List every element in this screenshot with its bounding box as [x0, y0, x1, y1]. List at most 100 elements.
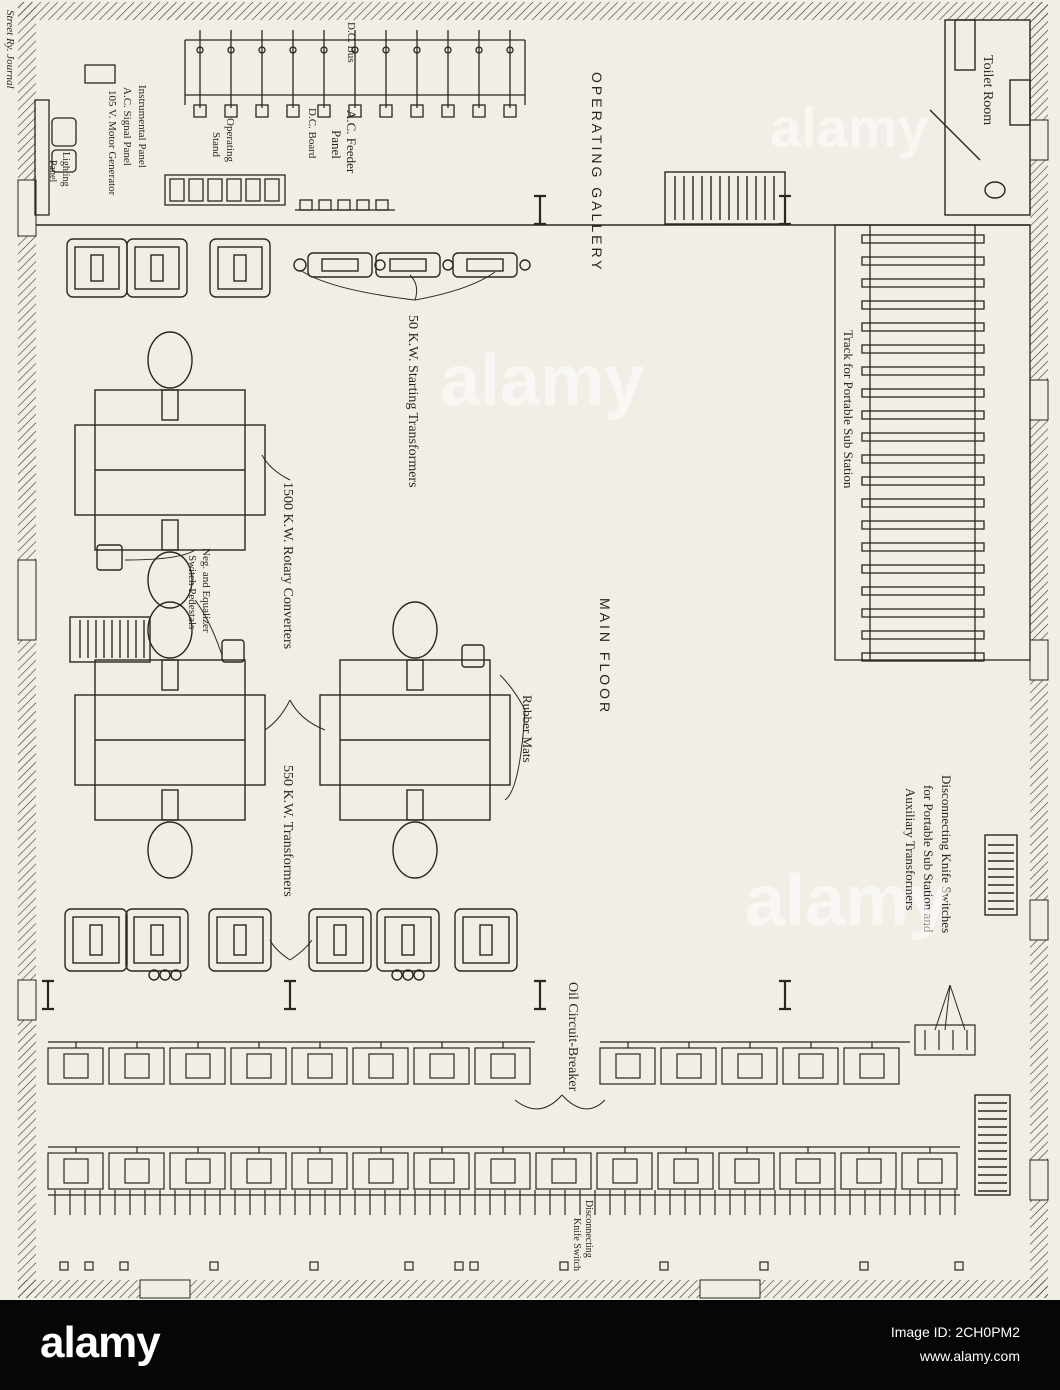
breaker-row-lower-tank: [124, 1158, 150, 1184]
track-tie: [861, 234, 985, 244]
track-tie: [861, 564, 985, 574]
watermark: alamy: [745, 861, 950, 941]
bushing: [170, 969, 182, 981]
breaker-row-lower-tank: [490, 1158, 516, 1184]
transformer-550: [125, 908, 189, 972]
board-panel: [337, 199, 351, 211]
leader-line: [934, 984, 951, 1031]
portable-track: [834, 224, 1031, 662]
lighting-panel-label-1: Lighting: [60, 152, 71, 187]
transformer-550-core: [479, 924, 493, 956]
stairs-top: [664, 171, 786, 225]
track-tie: [861, 586, 985, 596]
window-right: [1029, 899, 1049, 941]
breaker-row-lower-tank: [795, 1158, 821, 1184]
transformers: [64, 238, 531, 981]
column: [42, 979, 54, 1011]
breaker-row-lower-tank: [612, 1158, 638, 1184]
transformer-550-core: [401, 924, 415, 956]
rotary-3-shaft: [406, 789, 424, 821]
breaker-row-upper-left-tank: [63, 1053, 89, 1079]
window-right: [1029, 1159, 1049, 1201]
disconnecting-label-1: Disconnecting Knife Switches: [939, 775, 954, 934]
auxiliary-transformer-inner: [74, 246, 120, 290]
breaker-row-lower-tank: [917, 1158, 943, 1184]
wall-top: [18, 2, 1048, 20]
bus-node: [320, 46, 328, 54]
floor-outlet: [759, 1261, 769, 1271]
breaker-row-upper-left-tank: [124, 1053, 150, 1079]
auxiliary-transformer: [126, 238, 188, 298]
transformers-550-label: 550 K.W. Transformers: [280, 765, 295, 897]
stand-panel: [188, 178, 204, 202]
watermark: alamy: [770, 96, 929, 159]
track-label: Track for Portable Sub Station: [841, 330, 856, 489]
breaker-row-lower-tank: [307, 1158, 333, 1184]
disconnecting-label-3: Auxiliary Transformers: [903, 788, 918, 911]
leader-line: [194, 599, 223, 656]
starting-transformer: [452, 252, 518, 278]
track-tie: [861, 410, 985, 420]
starting-transformer-node: [293, 258, 307, 272]
toilet-bowl: [984, 181, 1006, 199]
motor-generator: [84, 64, 116, 84]
floor-outlet: [469, 1261, 479, 1271]
stand-panel: [169, 178, 185, 202]
transformer-550-core: [233, 924, 247, 956]
breaker-row-lower-tank: [246, 1158, 272, 1184]
leader-line: [299, 269, 416, 301]
starting-transformer: [307, 252, 373, 278]
bus-node: [475, 46, 483, 54]
transformer-550-core: [333, 924, 347, 956]
starting-transformer-core: [321, 258, 359, 272]
track-tie: [861, 608, 985, 618]
starting-transformer-core: [466, 258, 504, 272]
window-right: [1029, 379, 1049, 421]
rotary-1-shaft: [161, 519, 179, 551]
leader-line: [414, 271, 496, 301]
bus-node: [413, 46, 421, 54]
dc-bus-label: D.C. Bus: [345, 22, 357, 63]
track-tie: [861, 630, 985, 640]
panel-unit: [255, 104, 269, 118]
track-tie: [861, 432, 985, 442]
floor-outlet: [209, 1261, 219, 1271]
disconnecting-label-2: for Portable Sub Station and: [921, 785, 936, 933]
switch-pedestal: [221, 639, 245, 663]
window-left: [17, 179, 37, 237]
wall-left: [18, 2, 36, 1298]
window-bottom: [699, 1279, 761, 1299]
panel-unit: [472, 104, 486, 118]
breaker-row-lower-tank: [185, 1158, 211, 1184]
leader-line: [949, 984, 966, 1031]
breaker-row-lower-tank: [551, 1158, 577, 1184]
disconnecting-switches: [914, 1024, 976, 1056]
dc-board-label: D.C. Board: [306, 108, 318, 159]
floor-outlet: [404, 1261, 414, 1271]
auxiliary-transformer-core: [150, 254, 164, 282]
panel-unit: [286, 104, 300, 118]
signal-panel: [51, 149, 77, 173]
transformer-550: [208, 908, 272, 972]
rotary-converters: [74, 331, 511, 879]
floor-outlet: [59, 1261, 69, 1271]
rotary-2-shaft: [161, 659, 179, 691]
starting-transformer-node: [442, 259, 454, 271]
transformer-550-core: [89, 924, 103, 956]
transformer-550-inner: [316, 916, 364, 964]
panel-unit: [441, 104, 455, 118]
floor-outlet: [859, 1261, 869, 1271]
breaker-row-upper-left-tank: [246, 1053, 272, 1079]
breaker-row-upper-left-tank: [368, 1053, 394, 1079]
column: [779, 979, 791, 1011]
panel-unit: [193, 104, 207, 118]
bushing: [413, 969, 425, 981]
track-tie: [861, 256, 985, 266]
track-tie: [861, 300, 985, 310]
rotary-3-shaft: [406, 659, 424, 691]
bushing: [402, 969, 414, 981]
bus-node: [506, 46, 514, 54]
instrumental-panel-label: Instrumental Panel: [136, 85, 148, 168]
floor-outlet: [119, 1261, 129, 1271]
lighting-panel-label-2: Panel: [47, 160, 58, 183]
